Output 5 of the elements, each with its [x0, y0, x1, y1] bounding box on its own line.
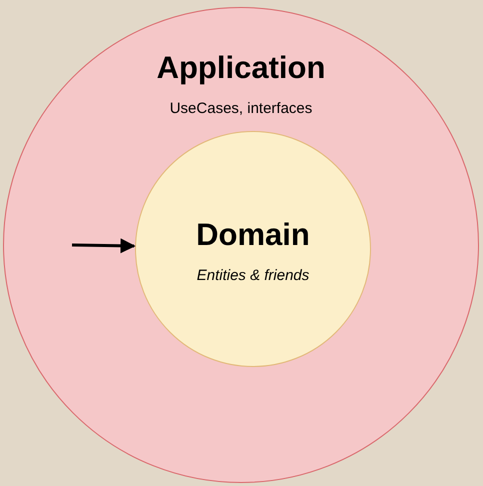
arrow [72, 238, 136, 254]
layer-subtitle: Entities & friends [196, 267, 310, 284]
layer-title: Application [156, 50, 326, 86]
layer-subtitle: UseCases, interfaces [170, 100, 312, 117]
layer-title: Domain [196, 217, 310, 253]
